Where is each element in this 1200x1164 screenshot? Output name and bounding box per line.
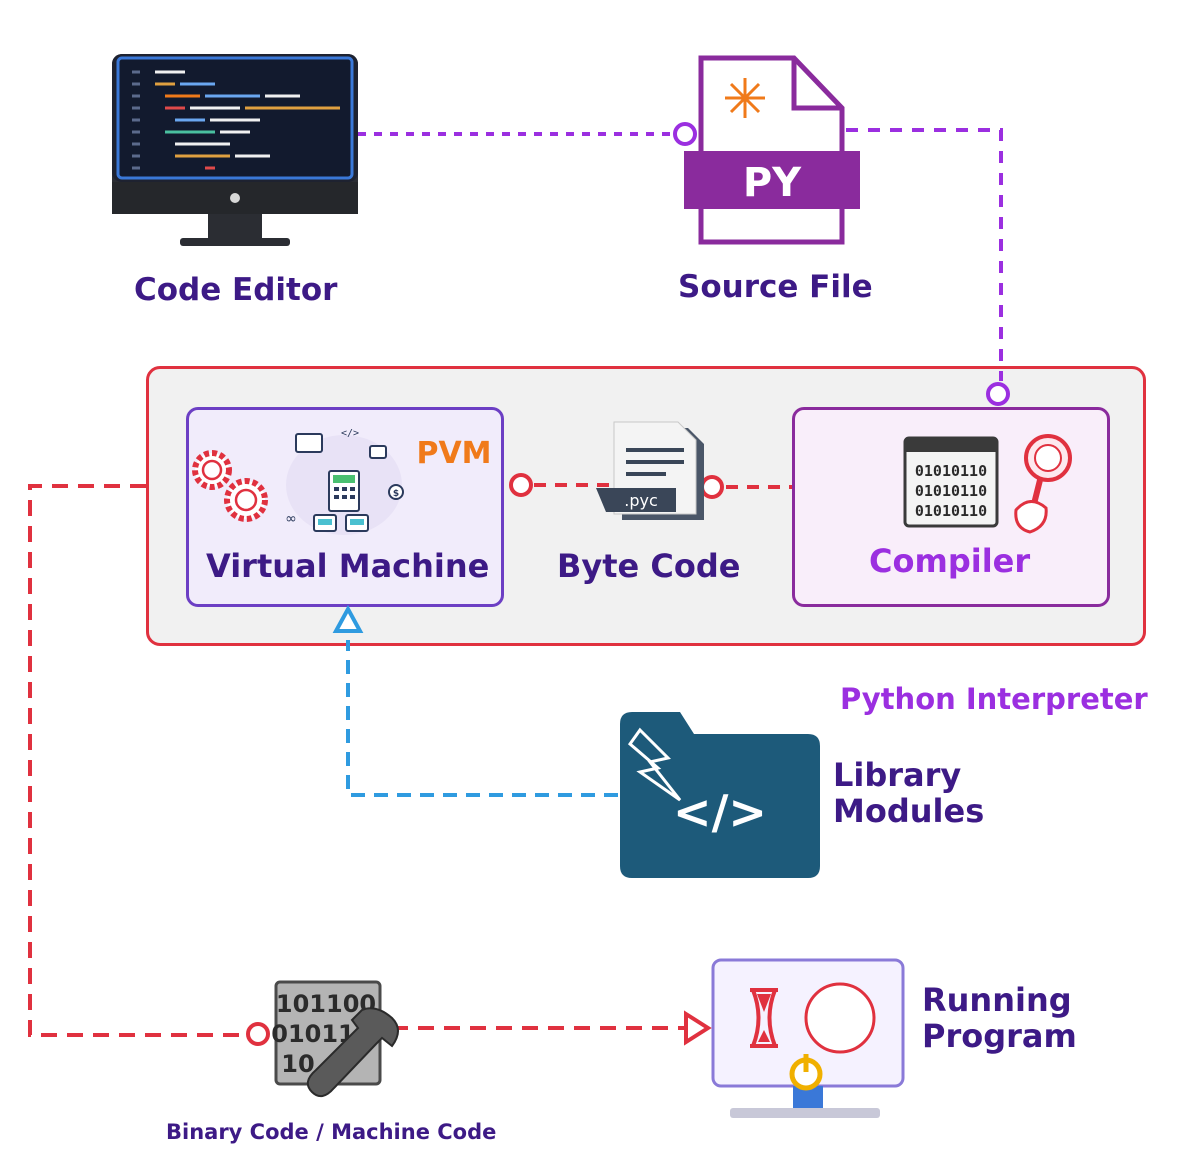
svg-text:</>: </> [341, 428, 359, 439]
byte-code-label: Byte Code [557, 547, 741, 585]
interpreter-to-binary-connector [28, 484, 245, 1037]
binary-wrench-icon: 101100 01011 10 [271, 980, 399, 1098]
bytecode-out-port [700, 475, 724, 499]
running-program-label: Running Program [922, 981, 1077, 1055]
svg-text:</>: </> [673, 785, 767, 839]
binary-digits-row-3: 10 [281, 1050, 314, 1078]
binary-input-port [246, 1022, 270, 1046]
pyc-document-icon: .pyc [596, 421, 704, 520]
py-file-icon: PY [684, 55, 860, 245]
compiler-bits-row-2: 01010110 [915, 482, 987, 500]
vm-library-arrow-head [332, 604, 364, 633]
monitor-code-icon [112, 54, 358, 246]
source-file-label: Source File [678, 269, 873, 305]
binary-search-icon: 01010110 01010110 01010110 [903, 434, 1072, 534]
source-input-port [673, 122, 697, 146]
library-modules-label: Library Modules [833, 756, 985, 830]
compiler-bits-row-1: 01010110 [915, 462, 987, 480]
gears-icon [192, 450, 268, 522]
program-arrow-head [684, 1010, 712, 1046]
source-to-compiler-connector [846, 128, 1003, 381]
compiler-input-port [986, 382, 1010, 406]
network-illustration-icon: $ </> ∞ [285, 428, 404, 535]
svg-text:∞: ∞ [285, 511, 297, 527]
binary-code-label: Binary Code / Machine Code [166, 1120, 497, 1144]
library-modules-line-1: Library [833, 756, 962, 794]
binary-digits-row-2: 01011 [271, 1020, 355, 1048]
code-folder-icon: </> [620, 712, 820, 878]
py-file-ext: PY [743, 160, 802, 206]
connectors [28, 122, 1010, 1046]
compiler-bits-row-3: 01010110 [915, 502, 987, 520]
pyc-ext: .pyc [624, 491, 658, 510]
svg-text:$: $ [393, 489, 399, 499]
code-editor-label: Code Editor [134, 272, 338, 308]
pvm-badge: PVM [416, 436, 491, 471]
monitor-hourglass-power-icon [711, 958, 905, 1118]
python-interpreter-label: Python Interpreter [840, 682, 1148, 716]
virtual-machine-label: Virtual Machine [206, 547, 490, 585]
compiler-label: Compiler [869, 542, 1031, 580]
library-modules-line-2: Modules [833, 791, 985, 830]
running-program-line-1: Running [922, 981, 1072, 1019]
vm-input-port [509, 473, 533, 497]
running-program-line-2: Program [922, 1016, 1077, 1055]
library-to-vm-connector [346, 640, 618, 797]
